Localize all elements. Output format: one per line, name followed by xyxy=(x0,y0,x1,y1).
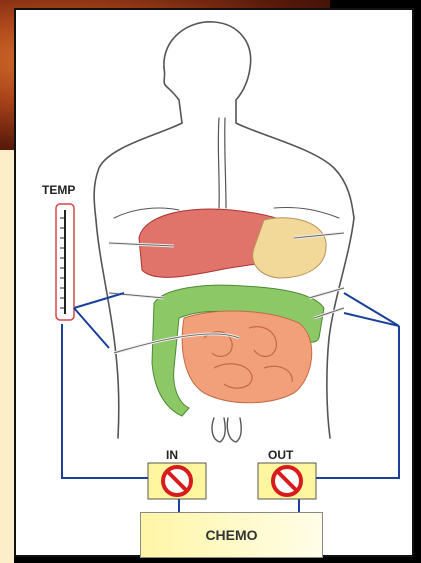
no-entry-icon-in xyxy=(163,467,191,495)
chemo-box: CHEMO xyxy=(140,512,323,558)
thermometer-icon xyxy=(56,204,74,320)
out-valve xyxy=(258,463,316,499)
temp-label: TEMP xyxy=(42,183,75,197)
out-label: OUT xyxy=(268,448,293,462)
hipec-diagram xyxy=(14,8,414,557)
in-valve xyxy=(148,463,206,499)
background-strip xyxy=(0,150,14,563)
no-entry-icon-out xyxy=(273,467,301,495)
in-label: IN xyxy=(166,448,178,462)
stomach xyxy=(253,218,326,278)
small-intestine xyxy=(182,311,312,403)
